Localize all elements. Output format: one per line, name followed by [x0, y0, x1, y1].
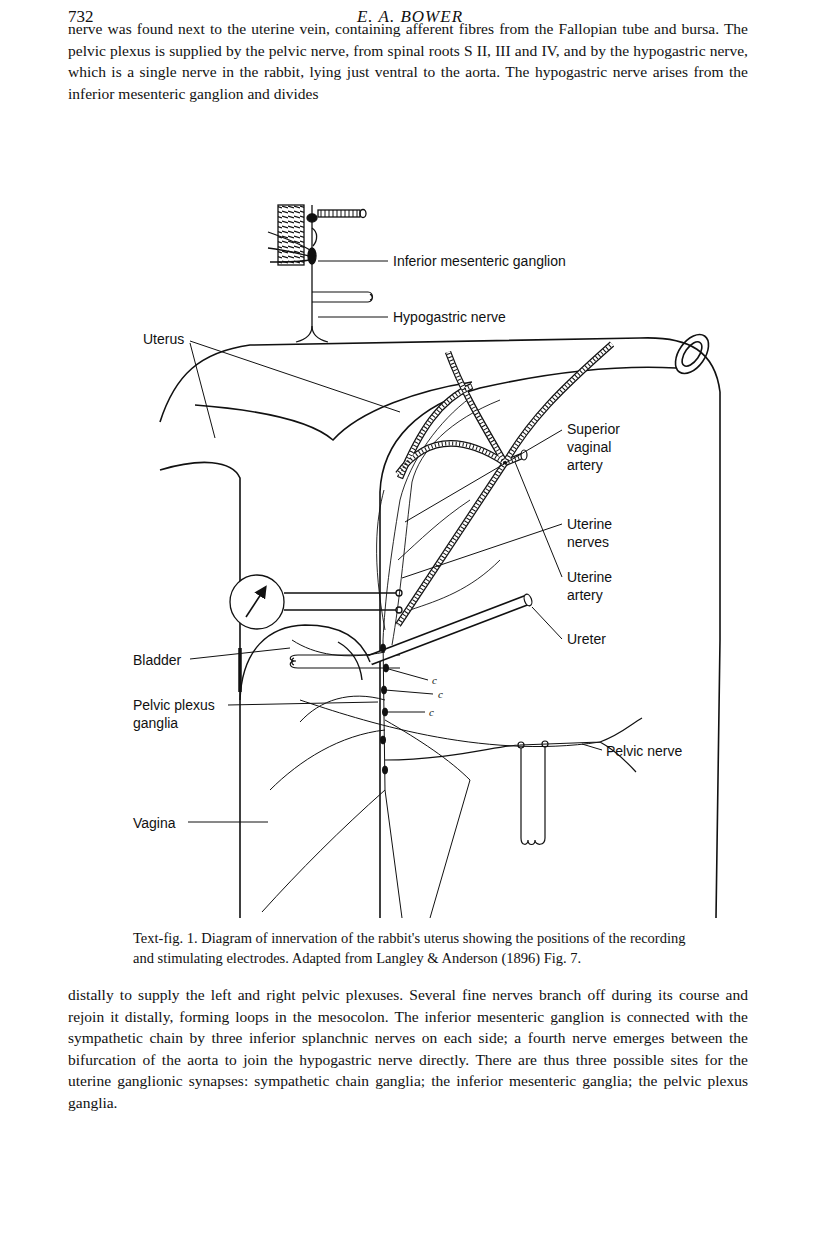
bladder-part — [238, 648, 242, 692]
aorta-and-ganglion-part — [311, 205, 312, 330]
recording-electrode-part — [230, 575, 284, 629]
aorta-and-ganglion-part — [308, 248, 316, 264]
leader-lines-part — [318, 317, 388, 318]
body-paragraph: distally to supply the left and right pe… — [68, 984, 748, 1113]
leader-lines-part — [515, 462, 562, 577]
arteries-part-part — [400, 386, 472, 478]
uterine-nerves-part — [383, 398, 470, 640]
part-label: Superior vaginal artery — [567, 420, 633, 474]
uterus-outline-part — [160, 462, 240, 918]
pelvic-nerve-part — [521, 747, 545, 838]
pelvic-nerve-part — [385, 718, 642, 772]
part-label: Pelvic nerve — [606, 742, 682, 760]
recording-electrode-part — [246, 588, 265, 617]
uterine-nerves — [377, 398, 500, 645]
part-label: Bladder — [133, 651, 181, 669]
pelvic-plexus-part — [300, 700, 600, 747]
aorta-and-ganglion-part — [307, 214, 317, 222]
callout-letter: c — [432, 674, 437, 686]
hypogastric-electrode-part — [312, 292, 368, 302]
aorta-and-ganglion-part — [268, 232, 310, 250]
uterus-outline-part — [678, 339, 706, 370]
uterus-outline-part — [669, 329, 716, 380]
aorta-and-ganglion — [268, 205, 366, 330]
pelvic-plexus-part — [292, 640, 385, 656]
pelvic-nerve-part — [521, 838, 545, 845]
pelvic-plexus-part — [381, 644, 386, 652]
pelvic-plexus-part — [382, 686, 387, 694]
aorta-and-ganglion-part — [270, 260, 309, 262]
uterus-outline-part — [195, 382, 472, 440]
pelvic-nerve-part — [518, 742, 524, 748]
aorta-and-ganglion-part — [278, 205, 304, 265]
pelvic-plexus-part — [381, 736, 386, 744]
leader-lines-part — [405, 430, 562, 522]
part-label: Uterus — [143, 330, 184, 348]
part-label: Pelvic plexus ganglia — [133, 696, 233, 732]
arteries-part-part — [400, 386, 472, 478]
pelvic-plexus — [262, 640, 600, 918]
leader-lines-part — [318, 261, 388, 262]
pelvic-nerve — [385, 718, 642, 845]
callout-letter: c — [429, 706, 434, 718]
leader-lines — [188, 261, 602, 822]
bladder — [240, 625, 370, 700]
arteries-part-part — [400, 386, 472, 478]
recording-electrode — [230, 575, 402, 629]
figure-caption: Text-fig. 1. Diagram of innervation of t… — [133, 928, 701, 968]
leader-lines-part — [188, 822, 268, 823]
part-label: Ureter — [567, 630, 606, 648]
aorta-and-ganglion-part — [268, 248, 309, 256]
bladder-part — [240, 625, 370, 700]
pelvic-plexus-part — [385, 720, 470, 918]
aorta-and-ganglion-part — [318, 210, 360, 217]
leader-lines-part — [190, 343, 215, 438]
uterus-outline-part — [160, 338, 720, 918]
ureter-part — [523, 593, 534, 607]
hypogastric-electrode-part — [368, 292, 373, 302]
arteries-part-part — [448, 352, 505, 463]
aorta-and-ganglion-part — [312, 228, 317, 246]
part-label: Uterine nerves — [567, 515, 633, 551]
body-paragraph: nerve was found next to the uterine vein… — [68, 18, 748, 104]
aorta-and-ganglion-part — [360, 210, 366, 218]
part-label: Hypogastric nerve — [393, 308, 506, 326]
leader-lines-part — [228, 702, 378, 705]
hypogastric-electrode-part — [296, 326, 328, 342]
pelvic-nerve-part — [542, 741, 548, 747]
pelvic-plexus-part — [383, 766, 388, 774]
uterine-nerves-part — [377, 490, 385, 630]
leader-lines-part — [190, 341, 400, 412]
pelvic-plexus-part — [270, 730, 385, 790]
arteries-part-part — [398, 463, 505, 625]
arteries-part-part — [398, 443, 505, 474]
ureter — [370, 593, 533, 660]
leader-lines-part — [402, 524, 562, 578]
part-label: Inferior mesenteric ganglion — [393, 252, 566, 270]
stimulating-electrode-part — [290, 655, 298, 668]
leader-lines-part — [582, 744, 602, 750]
pelvic-plexus-part — [262, 790, 402, 918]
part-label: Vagina — [133, 814, 176, 832]
leader-lines-part — [190, 648, 290, 659]
uterus-outline — [160, 329, 720, 918]
pelvic-plexus-part — [383, 708, 388, 716]
part-label: Uterine artery — [567, 568, 633, 604]
ureter-part — [370, 600, 527, 660]
callout-letter: c — [438, 688, 443, 700]
pelvic-plexus-part — [300, 696, 385, 722]
ureter-part — [370, 600, 527, 660]
pelvic-plexus-part — [385, 668, 433, 712]
arteries-part-part — [398, 463, 505, 625]
arteries-part-part — [448, 352, 505, 463]
arteries-part-part — [398, 463, 505, 625]
bladder-part — [338, 642, 362, 680]
stimulating-electrode-part — [292, 658, 294, 665]
leader-lines-part — [532, 607, 562, 639]
pelvic-plexus-part — [384, 664, 389, 672]
